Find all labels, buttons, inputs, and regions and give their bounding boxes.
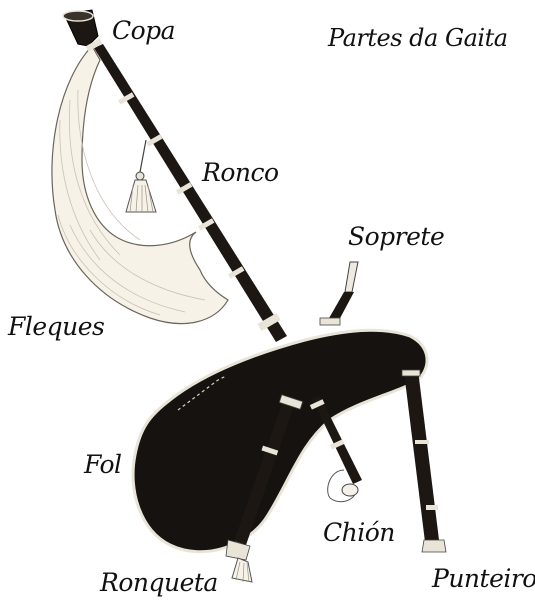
page-title: Partes da Gaita <box>328 26 508 50</box>
label-ronqueta: Ronqueta <box>100 570 218 595</box>
punteiro-chanter <box>402 370 446 552</box>
soprete-blowpipe <box>320 262 358 325</box>
label-chion: Chión <box>323 520 395 545</box>
label-fol: Fol <box>84 452 122 477</box>
ronco-tassel <box>126 140 156 212</box>
label-soprete: Soprete <box>348 224 444 249</box>
label-ronco: Ronco <box>202 160 279 185</box>
label-copa: Copa <box>112 18 175 43</box>
label-fleques: Fleques <box>8 314 104 339</box>
label-punteiro: Punteiro <box>432 566 535 591</box>
